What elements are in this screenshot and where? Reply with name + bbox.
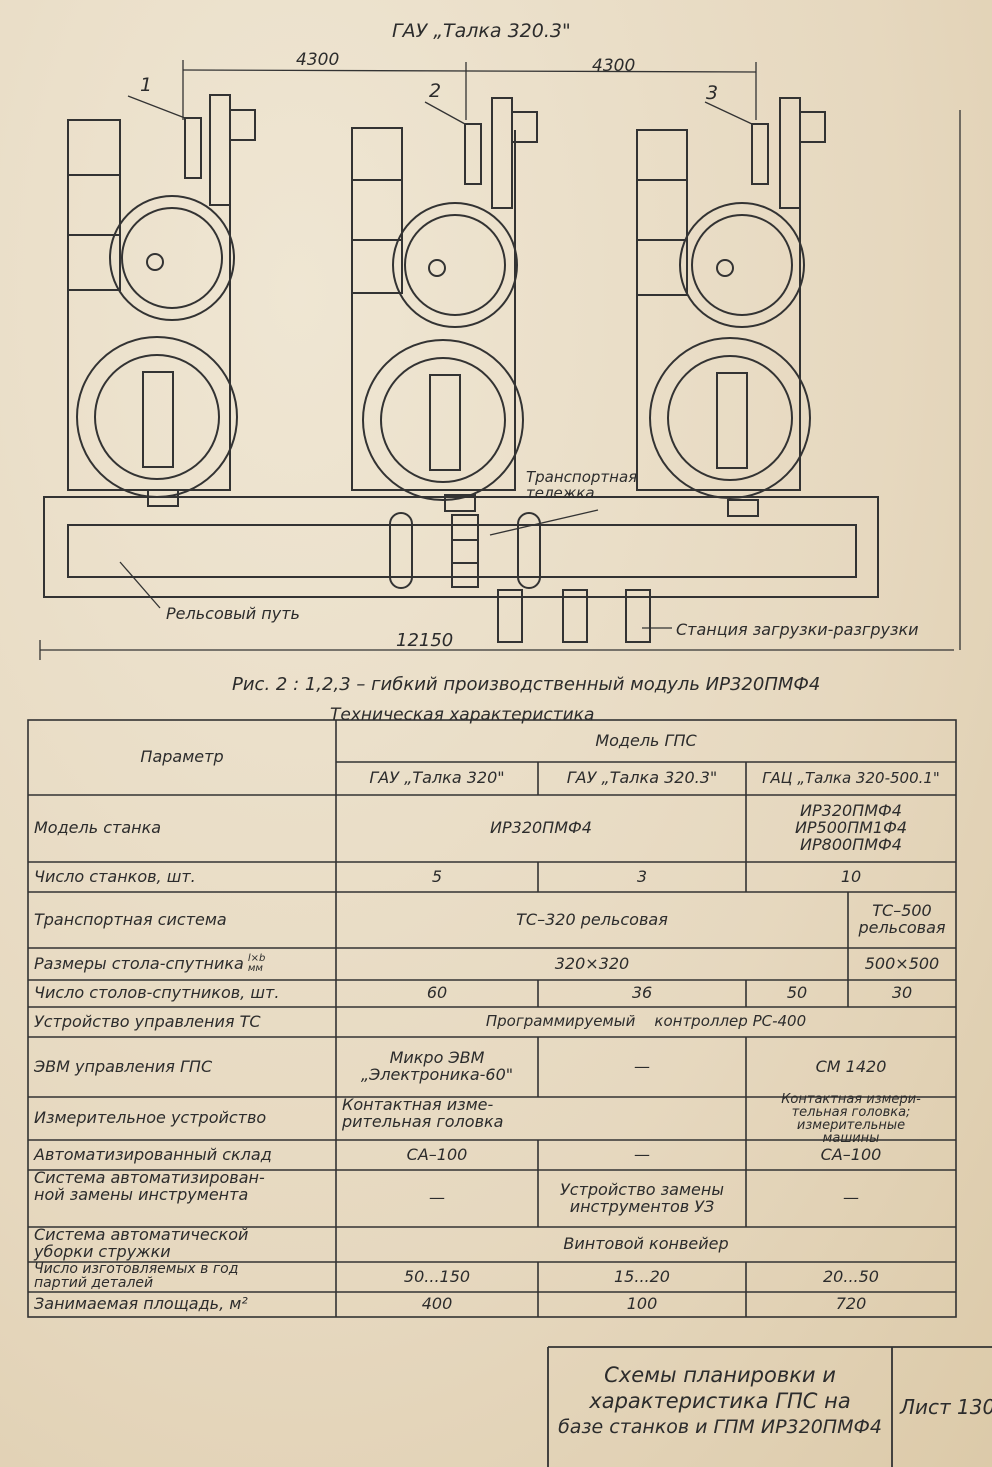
sheet-number: Лист 130 (900, 1395, 992, 1419)
machine-model-gac-1: ИР320ПМФ4 (800, 801, 902, 821)
table-size-unit-top: l×b (247, 953, 266, 964)
transport-common: ТС–320 рельсовая (516, 909, 668, 929)
table-count-1: 60 (426, 983, 448, 1003)
computer-1: Микро ЭВМ „Электроника-60" (336, 1037, 538, 1097)
machine-count-2: 3 (636, 866, 648, 886)
table-size-last: 500×500 (864, 953, 940, 973)
table-count-3: 50 (786, 983, 808, 1003)
measuring-3-line-4: машины (822, 1130, 880, 1146)
machine-model-gac: ИР320ПМФ4 ИР500ПМ1Ф4 ИР800ПМФ4 (746, 795, 956, 862)
chip-removal-label-2: уборки стружки (34, 1241, 171, 1261)
batches-label-2: партий деталей (34, 1275, 154, 1291)
table-size-label: Размеры стола-спутника (34, 953, 244, 973)
header-parameter: Параметр (140, 747, 224, 767)
batches-label-1: Число изготовляемых в год (34, 1261, 239, 1277)
tool-change-2-line-2: инструментов УЗ (569, 1196, 715, 1216)
callout-1: 1 (140, 74, 153, 96)
area-3: 720 (835, 1294, 867, 1314)
chip-removal-label-1: Система автоматической (34, 1225, 249, 1244)
title-block-text: Схемы планировки и характеристика ГПС на… (548, 1362, 892, 1440)
callout-2: 2 (429, 80, 442, 102)
title-block-line-2: характеристика ГПС на (589, 1389, 851, 1413)
warehouse-3: СА–100 (820, 1144, 882, 1164)
header-model-gps: Модель ГПС (595, 730, 697, 750)
machine-count-1: 5 (431, 866, 443, 886)
callout-3: 3 (706, 82, 719, 104)
row-label-warehouse: Автоматизированный склад (34, 1144, 272, 1164)
label-transport-cart: Транспортная тележка (526, 468, 638, 502)
control-device-value: Программируемый контроллер РС-400 (485, 1012, 807, 1031)
measuring-1-line-1: Контактная изме- (342, 1095, 494, 1114)
measuring-1: Контактная изме- рительная головка (336, 1095, 746, 1140)
drawing-title: ГАУ „Талка 320.3" (392, 20, 571, 42)
computer-1-line-1: Микро ЭВМ (389, 1048, 485, 1068)
header-model-2: ГАУ „Талка 320.3" (566, 768, 718, 788)
measuring-3-line-2: тельная головка; (791, 1104, 911, 1120)
measuring-3-line-1: Контактная измери- (781, 1091, 921, 1107)
table-count-4: 30 (891, 983, 913, 1003)
tool-change-2: Устройство замены инструментов УЗ (538, 1170, 746, 1227)
batches-3: 20...50 (823, 1266, 879, 1286)
transport-last: ТС–500 рельсовая (848, 892, 956, 948)
tool-change-3: — (843, 1188, 859, 1208)
row-label-table-count: Число столов-спутников, шт. (34, 983, 280, 1003)
batches-2: 15...20 (614, 1266, 670, 1286)
warehouse-1: СА–100 (406, 1144, 468, 1164)
machine-model-common: ИР320ПМФ4 (490, 818, 592, 838)
warehouse-2: — (634, 1144, 650, 1164)
dimension-total: 12150 (396, 630, 454, 651)
table-title: Техническая характеристика (330, 705, 595, 725)
chip-removal-value: Винтовой конвейер (563, 1234, 729, 1254)
row-label-tool-change: Система автоматизирован- ной замены инст… (28, 1168, 336, 1227)
dimension-left: 4300 (296, 50, 340, 70)
measuring-1-line-2: рительная головка (342, 1111, 504, 1131)
transport-last-1: ТС–500 (872, 901, 932, 921)
table-size-unit-bottom: мм (247, 963, 263, 974)
machine-model-gac-3: ИР800ПМФ4 (800, 834, 902, 854)
computer-2: — (634, 1056, 650, 1076)
table-size-common: 320×320 (554, 953, 630, 973)
row-label-chip-removal: Система автоматической уборки стружки (28, 1225, 336, 1262)
row-label-machine-model: Модель станка (34, 818, 162, 838)
computer-3: СМ 1420 (815, 1056, 887, 1076)
header-model-3: ГАЦ „Талка 320-500.1" (762, 768, 940, 787)
row-label-control-device: Устройство управления ТС (34, 1011, 261, 1031)
area-1: 400 (421, 1294, 453, 1314)
tool-change-2-line-1: Устройство замены (560, 1179, 724, 1199)
label-rail-track: Рельсовый путь (166, 604, 300, 623)
title-block-line-1: Схемы планировки и (604, 1363, 836, 1387)
row-label-batches: Число изготовляемых в год партий деталей (28, 1262, 336, 1292)
computer-1-line-2: „Электроника-60" (360, 1065, 514, 1084)
table-size-unit: l×b мм (248, 954, 266, 974)
title-block-line-3: базе станков и ГПМ ИР320ПМФ4 (558, 1416, 882, 1438)
dimension-right: 4300 (592, 56, 636, 76)
machine-model-gac-2: ИР500ПМ1Ф4 (794, 818, 908, 838)
machine-count-3: 10 (840, 866, 862, 886)
measuring-3-line-3: измерительные (796, 1117, 906, 1133)
tool-change-label-2: ной замены инструмента (34, 1184, 249, 1204)
row-label-measuring: Измерительное устройство (34, 1108, 267, 1128)
tool-change-1: — (429, 1188, 445, 1208)
header-model-1: ГАУ „Талка 320" (369, 768, 505, 788)
area-2: 100 (626, 1294, 658, 1314)
row-label-machine-count: Число станков, шт. (34, 866, 196, 886)
label-loading-station: Станция загрузки-разгрузки (676, 620, 919, 639)
measuring-3: Контактная измери- тельная головка; изме… (746, 1093, 956, 1145)
row-label-transport: Транспортная система (34, 909, 227, 929)
row-label-area: Занимаемая площадь, м² (34, 1294, 248, 1314)
tool-change-label-1: Система автоматизирован- (34, 1168, 265, 1187)
table-count-2: 36 (631, 983, 653, 1003)
batches-1: 50...150 (403, 1266, 471, 1286)
figure-caption: Рис. 2 : 1,2,3 – гибкий производственный… (232, 674, 821, 695)
row-label-table-size: Размеры стола-спутника l×b мм (28, 948, 336, 980)
transport-last-2: рельсовая (858, 918, 946, 937)
row-label-computer: ЭВМ управления ГПС (34, 1056, 213, 1076)
